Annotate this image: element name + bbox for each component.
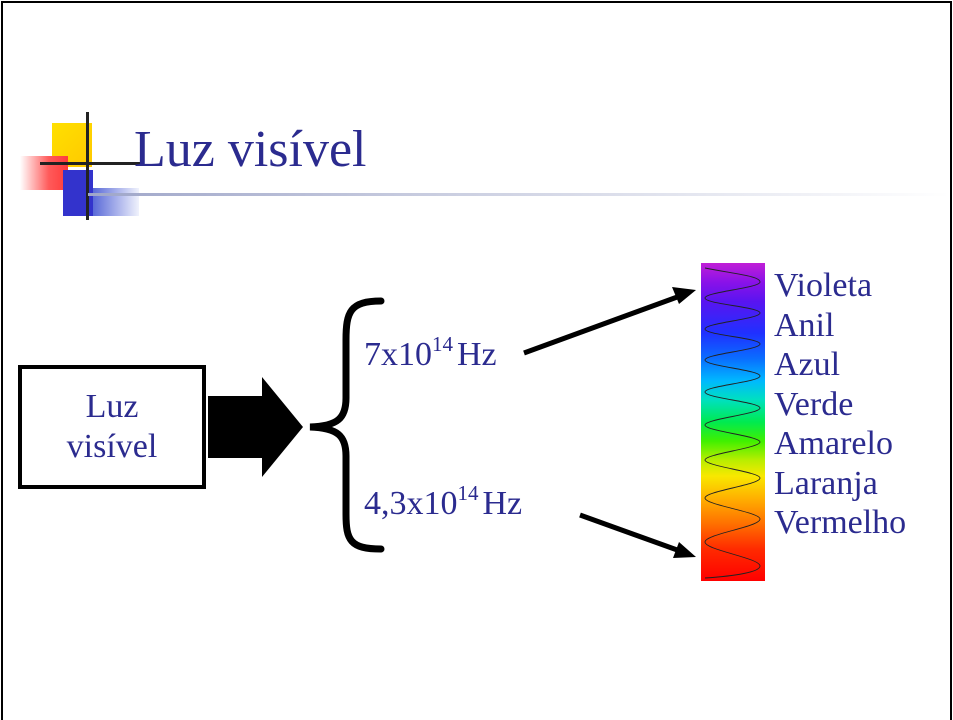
color-label-anil: Anil (774, 306, 835, 344)
curly-brace-icon (309, 297, 385, 553)
color-list: Violeta Anil Azul Verde Amarelo Laranja … (774, 266, 906, 543)
frequency-low-mantissa: 4,3x10 (364, 485, 458, 522)
color-label-violeta: Violeta (774, 267, 873, 304)
frequency-high-mantissa: 7x10 (364, 336, 432, 373)
frequency-low-unit: Hz (482, 485, 523, 522)
box-label-line1: Luz (85, 387, 139, 425)
frequency-low-exponent: 14 (457, 481, 479, 505)
frequency-high-exponent: 14 (432, 332, 453, 356)
color-label-amarelo: Amarelo (774, 425, 893, 462)
pointer-arrow-low-icon (579, 512, 696, 558)
slide-title: Luz visível (134, 121, 367, 178)
frequency-high-unit: Hz (457, 336, 497, 373)
color-label-vermelho: Vermelho (774, 504, 907, 541)
color-label-laranja: Laranja (774, 464, 878, 502)
pointer-arrow-high-icon (523, 287, 696, 356)
box-label: Luz visível (22, 387, 202, 467)
big-right-arrow-icon (208, 377, 303, 477)
title-underline (88, 193, 950, 196)
spectrum-wave-icon (704, 267, 761, 579)
color-label-azul: Azul (774, 346, 841, 383)
luz-visivel-box: Luz visível (18, 365, 206, 489)
box-label-line2: visível (66, 428, 158, 465)
color-label-verde: Verde (774, 385, 854, 423)
